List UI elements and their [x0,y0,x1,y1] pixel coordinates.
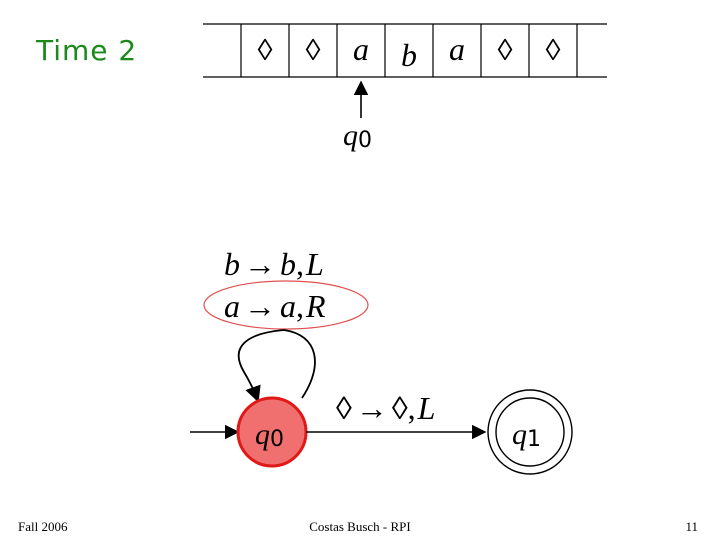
state-q1-inner-circle [495,397,565,467]
footer-author: Costas Busch - RPI [309,519,411,534]
tape-cell-symbol: ◊ [306,34,321,67]
head-state-subscript: 0 [358,128,372,153]
tape-head: q0 [343,80,372,153]
state-q1-outer-circle [487,389,573,475]
tape-cell-symbol: a [353,31,369,67]
loop-label-b: b→b,L [224,246,324,282]
tape-cell-symbol: a [449,31,465,67]
self-loop-arrow [237,329,316,403]
tape-cell-symbol: ◊ [498,34,513,67]
state-q0-label: q0 [255,418,284,452]
self-loop-labels: b→b,L a→a,R [224,246,326,324]
tape-cell-symbol: ◊ [546,34,561,67]
loop-label-a: a→a,R [224,288,326,324]
footer-date: Fall 2006 [18,519,68,534]
state-q0: q0 [236,396,308,468]
tape-cell-symbol: b [401,37,417,73]
footer-page-number: 11 [685,519,698,534]
head-state-letter: q [343,119,358,152]
slide-title: Time 2 [36,34,138,67]
state-q1-label: q1 [512,418,541,452]
active-transition-highlight [203,280,369,330]
state-q1: q1 [487,389,573,475]
transition-label-q0-q1: ◊→◊,L [336,390,435,426]
head-state-label: q0 [343,119,372,153]
tape-cell-symbol: ◊ [258,34,273,67]
tape-dividers [240,24,578,77]
